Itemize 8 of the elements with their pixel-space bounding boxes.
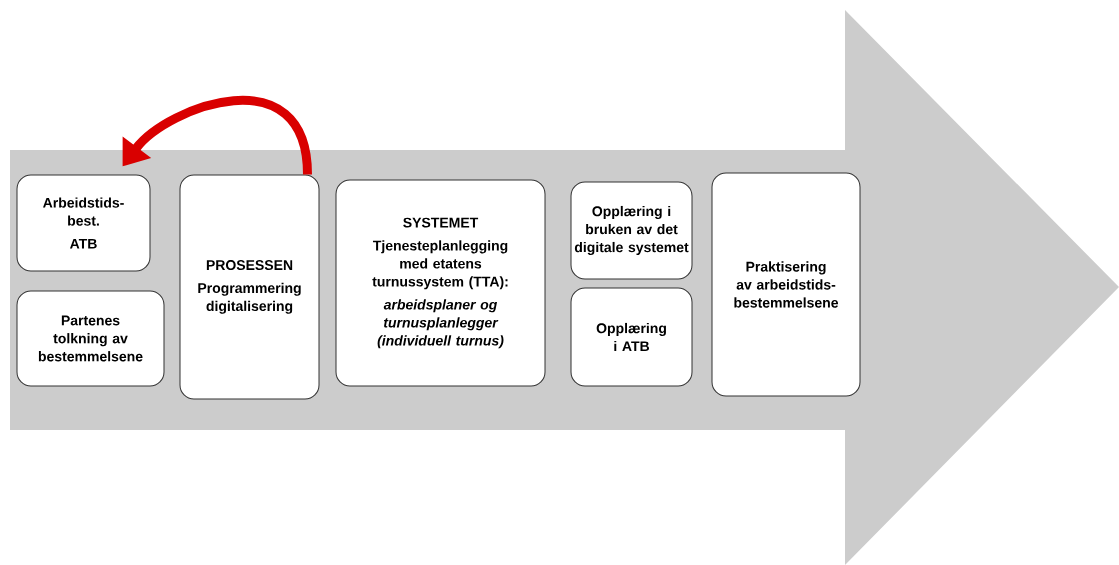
process-box: Arbeidstids- best. ATB <box>16 174 151 272</box>
process-box: SYSTEMET Tjenesteplanlegging med etatens turnussystem (TTA): arbeidsplaner og turnusplanlegger (individuell turnus) <box>335 179 546 387</box>
process-box: Opplæring i bruken av det digitale systemet <box>570 181 693 280</box>
process-box: Partenes tolkning av bestemmelsene <box>16 290 165 387</box>
process-box: PROSESSEN Programmering digitalisering <box>179 174 320 400</box>
process-box: Opplæring i ATB <box>570 287 693 387</box>
curved-arrow <box>122 96 312 175</box>
process-box: Praktisering av arbeidstids- bestemmelsene <box>711 172 861 397</box>
